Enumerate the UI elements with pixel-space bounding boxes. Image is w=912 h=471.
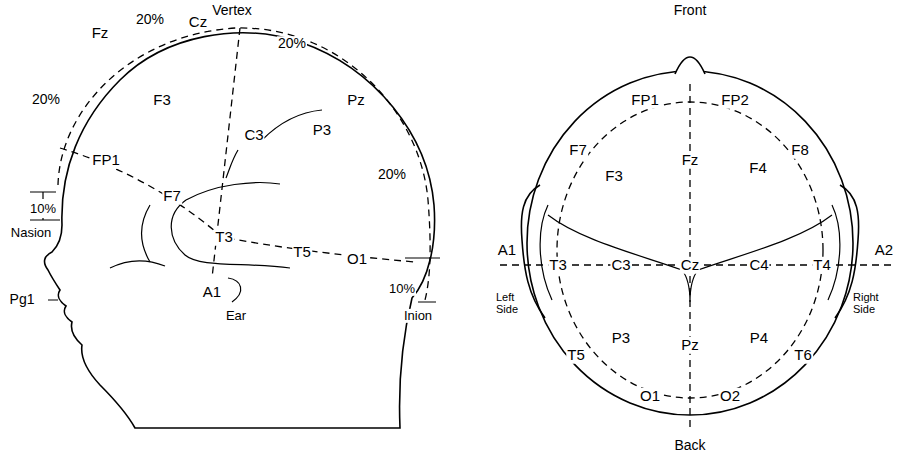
brain-sulcus (226, 150, 238, 178)
electrode-label: F4 (748, 160, 768, 177)
electrode-label: Pg1 (9, 292, 36, 307)
right-ear-inner (828, 205, 840, 300)
electrode-label: C3 (243, 127, 264, 144)
landmark-label: Nasion (10, 226, 52, 240)
side-label: Left Side (495, 291, 527, 315)
landmark-label: Vertex (211, 3, 253, 18)
electrode-label: F7 (162, 188, 182, 205)
electrode-label: Fz (681, 152, 700, 169)
percent-label: 20% (31, 92, 61, 107)
electrode-label: Fz (91, 25, 110, 42)
direction-label: Back (673, 438, 706, 453)
direction-label: Front (673, 3, 708, 18)
landmark-label: Ear (225, 309, 247, 323)
percent-label: 20% (277, 36, 307, 51)
electrode-label: O1 (639, 388, 661, 405)
electrode-label: O2 (719, 388, 741, 405)
electrode-label: P3 (611, 330, 631, 347)
electrode-label: T3 (214, 229, 234, 246)
sagittal-line (60, 148, 415, 262)
nose (675, 57, 705, 74)
electrode-label: T6 (793, 347, 813, 364)
cheek-line (110, 261, 165, 268)
electrode-label: P4 (749, 330, 769, 347)
electrode-label: A2 (874, 242, 894, 259)
electrode-label: F8 (790, 142, 810, 159)
landmark-label: Inion (403, 309, 433, 323)
measure-tick (48, 258, 440, 302)
electrode-label: FP2 (720, 92, 750, 109)
electrode-label: Cz (188, 14, 208, 31)
electrode-label: F7 (568, 142, 588, 159)
electrode-label: T4 (812, 257, 832, 274)
eye-line (142, 205, 150, 262)
electrode-label: O1 (346, 251, 368, 268)
electrode-label: Pz (680, 337, 700, 354)
electrode-label: Cz (680, 257, 700, 274)
electrode-label: T3 (548, 257, 568, 274)
electrode-label: FP1 (91, 152, 121, 169)
electrode-label: F3 (604, 168, 624, 185)
electrode-label: C4 (748, 257, 769, 274)
percent-label: 20% (377, 167, 407, 182)
nose-cover (674, 57, 706, 76)
ear-outline (171, 200, 290, 268)
ear-lobe (228, 278, 241, 302)
head-profile (45, 33, 435, 428)
electrode-label: P3 (312, 122, 332, 139)
electrode-label: F3 (152, 92, 172, 109)
percent-label: 10% (29, 202, 57, 216)
coronal-line (212, 28, 240, 278)
electrode-label: A1 (497, 242, 517, 259)
left-ear-inner (540, 205, 552, 300)
electrode-label: A1 (202, 284, 222, 301)
electrode-label: FP1 (630, 92, 660, 109)
electrode-label: T5 (566, 347, 586, 364)
percent-label: 10% (388, 282, 416, 296)
electrode-label: C3 (610, 257, 631, 274)
percent-label: 20% (135, 12, 165, 27)
electrode-label: Pz (346, 92, 366, 109)
side-label: Right Side (852, 291, 888, 315)
measure-arc (58, 28, 430, 300)
electrode-label: T5 (292, 244, 312, 261)
ear-outline (186, 183, 280, 200)
